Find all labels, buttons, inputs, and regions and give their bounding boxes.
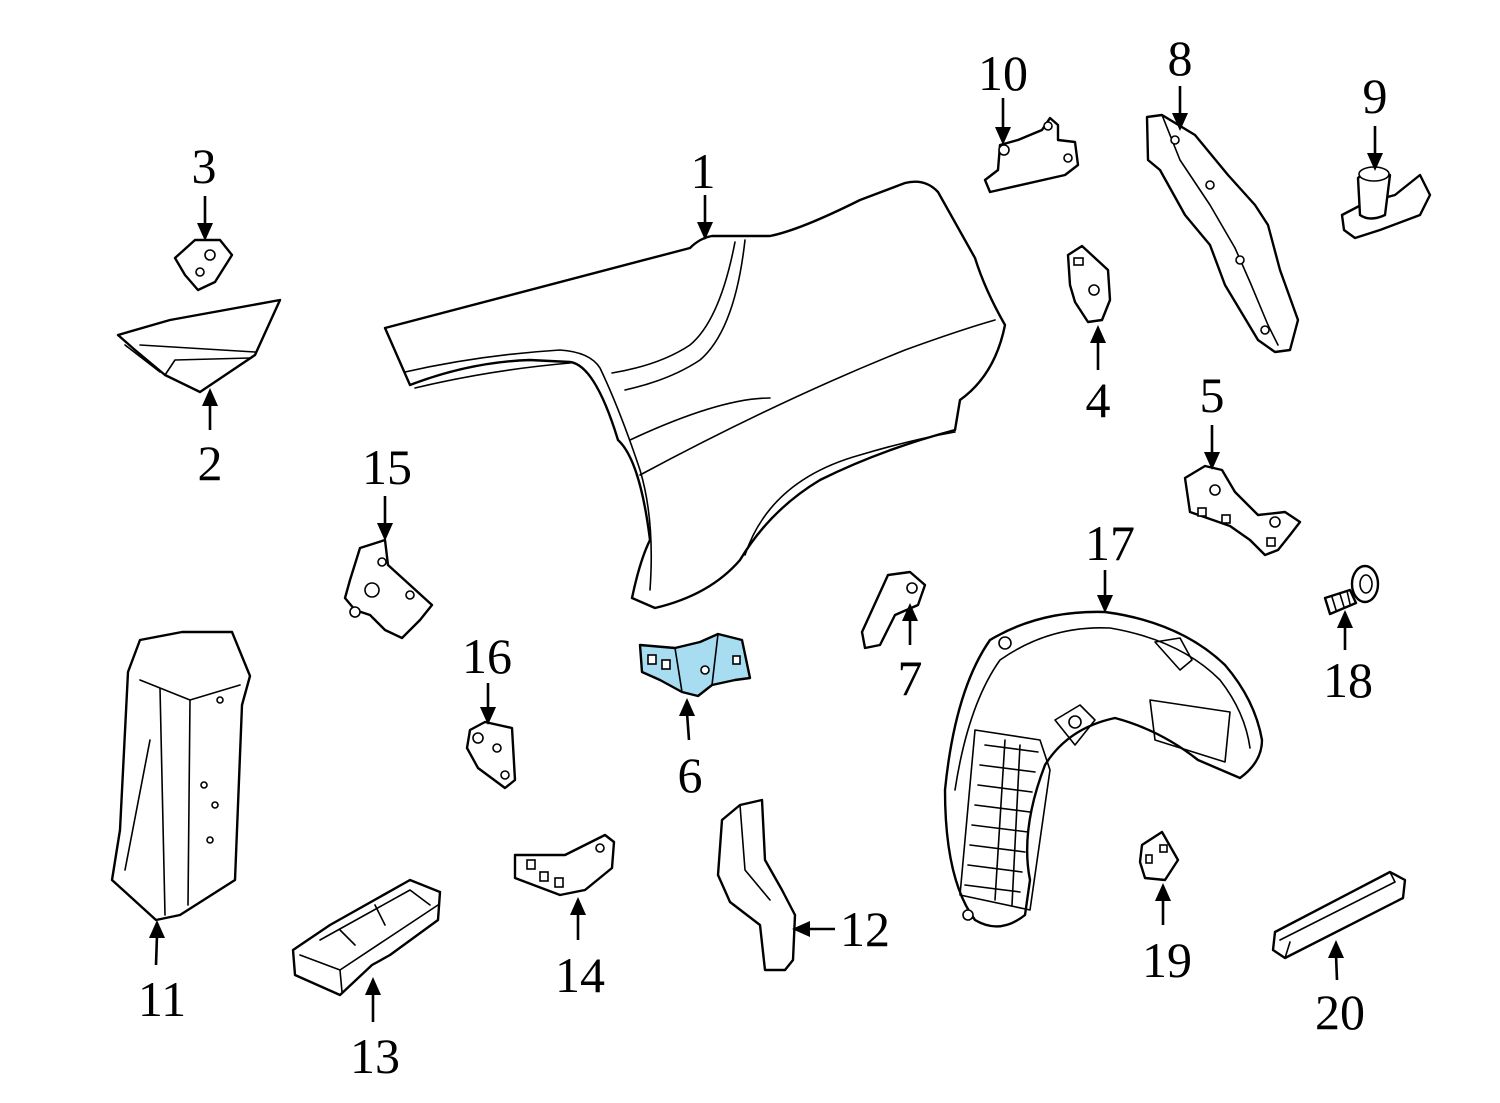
part-19-clip[interactable] — [1138, 830, 1180, 882]
part-10-bracket[interactable] — [983, 116, 1080, 194]
callout-18: 18 — [1323, 652, 1373, 708]
callout-1: 1 — [691, 143, 716, 199]
part-4-bracket[interactable] — [1066, 244, 1112, 324]
callout-6: 6 — [678, 747, 703, 803]
callout-19: 19 — [1142, 932, 1192, 988]
part-18-bolt[interactable] — [1323, 564, 1380, 616]
callout-10: 10 — [978, 45, 1028, 101]
part-2-bracket-panel[interactable] — [116, 298, 282, 394]
callout-8: 8 — [1168, 30, 1193, 86]
callout-9: 9 — [1363, 68, 1388, 124]
part-13-bracket[interactable] — [291, 878, 442, 997]
part-12-shield[interactable] — [716, 798, 797, 972]
part-1-quarter-panel[interactable] — [383, 180, 1007, 610]
part-8-reinforcement[interactable] — [1145, 113, 1300, 354]
part-20-reflector[interactable] — [1271, 870, 1407, 960]
callout-7: 7 — [898, 650, 923, 706]
callout-4: 4 — [1086, 372, 1111, 428]
part-9-stud[interactable] — [1340, 166, 1432, 240]
callout-17: 17 — [1085, 515, 1135, 571]
callout-labels: 1 2 3 4 5 6 7 8 9 10 11 12 13 14 15 16 1… — [138, 30, 1388, 1084]
callout-2: 2 — [198, 435, 223, 491]
part-5-bracket[interactable] — [1183, 464, 1302, 557]
callout-14: 14 — [555, 947, 605, 1003]
part-6-highlight-fill — [638, 632, 752, 698]
callout-3: 3 — [192, 138, 217, 194]
part-17-wheelhouse-liner[interactable] — [943, 610, 1264, 928]
part-14-bracket[interactable] — [513, 833, 616, 897]
callout-15: 15 — [362, 439, 412, 495]
part-7-bracket[interactable] — [860, 570, 927, 650]
part-15-bracket[interactable] — [343, 538, 434, 640]
callout-20: 20 — [1315, 984, 1365, 1040]
part-6-highlighted-bracket[interactable] — [638, 632, 752, 698]
part-3-bracket[interactable] — [173, 238, 234, 292]
callout-16: 16 — [462, 628, 512, 684]
part-16-bracket[interactable] — [465, 720, 517, 790]
callout-12: 12 — [840, 901, 890, 957]
callout-5: 5 — [1200, 367, 1225, 423]
leader-lines — [149, 86, 1383, 1022]
callout-11: 11 — [138, 971, 186, 1027]
part-11-inner-panel[interactable] — [110, 630, 252, 922]
callout-13: 13 — [350, 1028, 400, 1084]
